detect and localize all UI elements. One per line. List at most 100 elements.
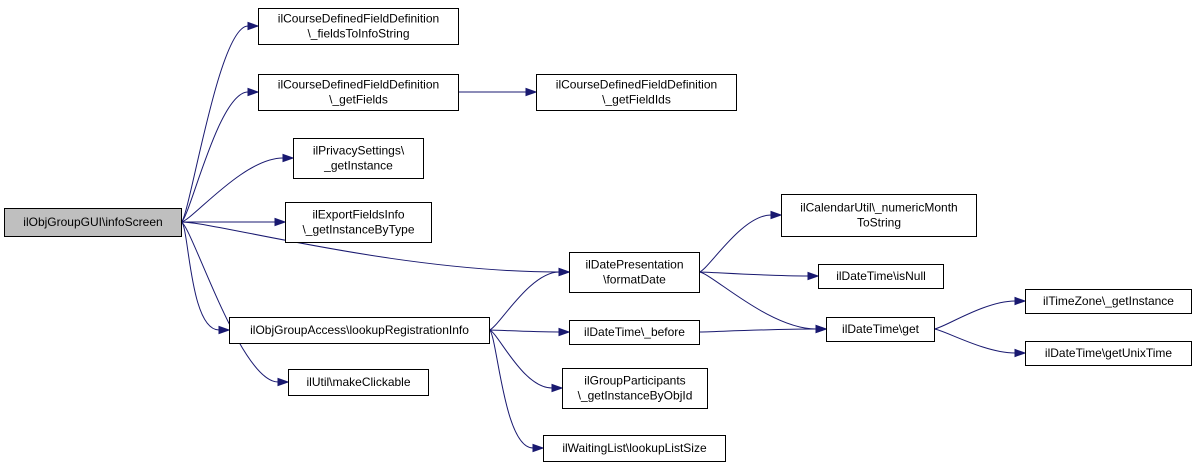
graph-node-ildatetime-before[interactable]: ilDateTime\_before <box>569 320 700 345</box>
edge-line <box>180 221 220 331</box>
graph-node-ilcoursedefinedfielddefinition-fieldstoinfostring[interactable]: ilCourseDefinedFieldDefinition\_fieldsTo… <box>258 8 459 45</box>
edge-arrowhead <box>218 325 231 335</box>
node-box <box>818 264 944 289</box>
edge-line <box>488 329 560 333</box>
node-box <box>543 435 726 462</box>
node-label: \_getFieldIds <box>602 93 671 107</box>
graph-node-ilwaitinglist-lookuplistsize[interactable]: ilWaitingList\lookupListSize <box>543 435 726 462</box>
edge-ildatepresentation-formatdate-to-ilcalendarutil-numericmonth-tostring <box>698 210 783 273</box>
edge-arrowhead <box>247 87 260 97</box>
edge-ildatetime-get-to-ildatetime-getunixtime <box>933 328 1027 358</box>
edge-arrowhead <box>277 377 290 387</box>
graph-node-ilprivacysettings-getinstance[interactable]: ilPrivacySettings\_getInstance <box>293 138 424 179</box>
edges-layer <box>180 21 1027 453</box>
node-label: ilTimeZone\_getInstance <box>1043 294 1174 308</box>
node-label: ToString <box>857 216 901 230</box>
edge-ilobjgroupgui-infoscreen-to-ilcoursedefinedfielddefinition-getfields <box>180 87 260 223</box>
node-label: ilObjGroupGUI\infoScreen <box>23 215 162 229</box>
graph-node-ilobjgroupaccess-lookupregistrationinfo[interactable]: ilObjGroupAccess\lookupRegistrationInfo <box>229 317 490 344</box>
node-label: ilDateTime\get <box>842 322 920 336</box>
node-label: _getInstance <box>323 159 393 173</box>
edge-line <box>698 271 809 277</box>
graph-node-ilcoursedefinedfielddefinition-getfields[interactable]: ilCourseDefinedFieldDefinition\_getField… <box>258 74 459 111</box>
node-label: ilExportFieldsInfo <box>312 208 404 222</box>
edge-ilobjgroupgui-infoscreen-to-ilcoursedefinedfielddefinition-fieldstoinfostring <box>180 21 260 223</box>
edge-ilobjgroupaccess-lookupregistrationinfo-to-ildatepresentation-formatdate <box>488 267 571 331</box>
edge-line <box>933 300 1016 330</box>
edge-arrowhead <box>1014 348 1027 358</box>
graph-node-ildatetime-get[interactable]: ilDateTime\get <box>826 317 935 342</box>
edge-ildatepresentation-formatdate-to-ildatetime-isnull <box>698 271 820 281</box>
node-box <box>1025 341 1192 366</box>
edge-ildatepresentation-formatdate-to-ildatetime-get <box>698 271 828 334</box>
edge-arrowhead <box>807 271 820 281</box>
node-box <box>258 74 459 111</box>
node-label: ilObjGroupAccess\lookupRegistrationInfo <box>250 323 469 337</box>
node-box <box>569 252 700 293</box>
edge-ilobjgroupgui-infoscreen-to-ilutil-makeclickable <box>180 221 290 387</box>
edge-line <box>933 328 1016 354</box>
edge-ilobjgroupgui-infoscreen-to-ilobjgroupaccess-lookupregistrationinfo <box>180 221 231 335</box>
node-label: ilDateTime\_before <box>584 325 685 339</box>
edge-line <box>180 221 560 273</box>
edge-arrowhead <box>558 327 571 337</box>
node-label: ilCourseDefinedFieldDefinition <box>556 78 717 92</box>
edge-ilobjgroupgui-infoscreen-to-ilprivacysettings-getinstance <box>180 153 295 223</box>
edge-arrowhead <box>551 383 564 393</box>
edge-arrowhead <box>247 21 260 31</box>
graph-node-ildatetime-getunixtime[interactable]: ilDateTime\getUnixTime <box>1025 341 1192 366</box>
edge-arrowhead <box>532 443 545 453</box>
edge-line <box>180 221 279 383</box>
edge-line <box>488 329 553 389</box>
node-box <box>569 320 700 345</box>
node-label: ilWaitingList\lookupListSize <box>562 441 707 455</box>
edge-arrowhead <box>1014 296 1027 306</box>
edge-line <box>698 328 817 333</box>
node-label: ilGroupParticipants <box>584 374 685 388</box>
edge-line <box>488 329 534 449</box>
edge-line <box>180 157 284 223</box>
node-box <box>1025 289 1192 314</box>
graph-node-ilutil-makeclickable[interactable]: ilUtil\makeClickable <box>288 369 429 396</box>
node-box <box>536 74 737 111</box>
node-label: ilCourseDefinedFieldDefinition <box>278 12 439 26</box>
edge-ildatetime-get-to-iltimezone-getinstance <box>933 296 1027 330</box>
node-box <box>285 202 432 243</box>
node-box <box>562 368 708 409</box>
node-label: \formatDate <box>603 273 666 287</box>
edge-arrowhead <box>770 210 783 220</box>
edge-arrowhead <box>282 153 295 163</box>
node-label: \_getInstanceByObjId <box>578 389 693 403</box>
node-label: ilDateTime\isNull <box>836 269 926 283</box>
graph-node-ilexportfieldsinfo-getinstancebytype[interactable]: ilExportFieldsInfo\_getInstanceByType <box>285 202 432 243</box>
graph-node-ildatetime-isnull[interactable]: ilDateTime\isNull <box>818 264 944 289</box>
node-label: ilCalendarUtil\_numericMonth <box>800 201 957 215</box>
graph-node-ildatepresentation-formatdate[interactable]: ilDatePresentation\formatDate <box>569 252 700 293</box>
edge-ildatetime-before-to-ildatetime-get <box>698 324 828 334</box>
edge-line <box>180 25 249 223</box>
node-label: ilDatePresentation <box>585 258 683 272</box>
edge-arrowhead <box>525 87 538 97</box>
node-box <box>229 317 490 344</box>
nodes-layer: ilObjGroupGUI\infoScreen ilCourseDefinedF… <box>4 8 1192 462</box>
graph-node-ilobjgroupgui-infoscreen[interactable]: ilObjGroupGUI\infoScreen <box>4 208 182 237</box>
node-label: ilPrivacySettings\ <box>313 144 405 158</box>
graph-node-ilgroupparticipants-getinstancebyobjid[interactable]: ilGroupParticipants\_getInstanceByObjId <box>562 368 708 409</box>
edge-arrowhead <box>274 217 287 227</box>
node-label: \_getFields <box>329 93 388 107</box>
edge-arrowhead <box>558 267 571 277</box>
edge-ilobjgroupaccess-lookupregistrationinfo-to-ilgroupparticipants-getinstancebyobjid <box>488 329 564 393</box>
node-label: \_fieldsToInfoString <box>307 27 409 41</box>
edge-line <box>180 91 249 223</box>
node-label: ilCourseDefinedFieldDefinition <box>278 78 439 92</box>
node-label: ilUtil\makeClickable <box>306 375 410 389</box>
edge-ilcoursedefinedfielddefinition-getfields-to-ilcoursedefinedfielddefinition-getfieldids <box>458 87 538 97</box>
edge-ilobjgroupaccess-lookupregistrationinfo-to-ildatetime-before <box>488 327 571 337</box>
node-box <box>293 138 424 179</box>
graph-node-iltimezone-getinstance[interactable]: ilTimeZone\_getInstance <box>1025 289 1192 314</box>
graph-node-ilcoursedefinedfielddefinition-getfieldids[interactable]: ilCourseDefinedFieldDefinition\_getField… <box>536 74 737 111</box>
edge-line <box>698 271 817 330</box>
node-box <box>781 194 977 237</box>
